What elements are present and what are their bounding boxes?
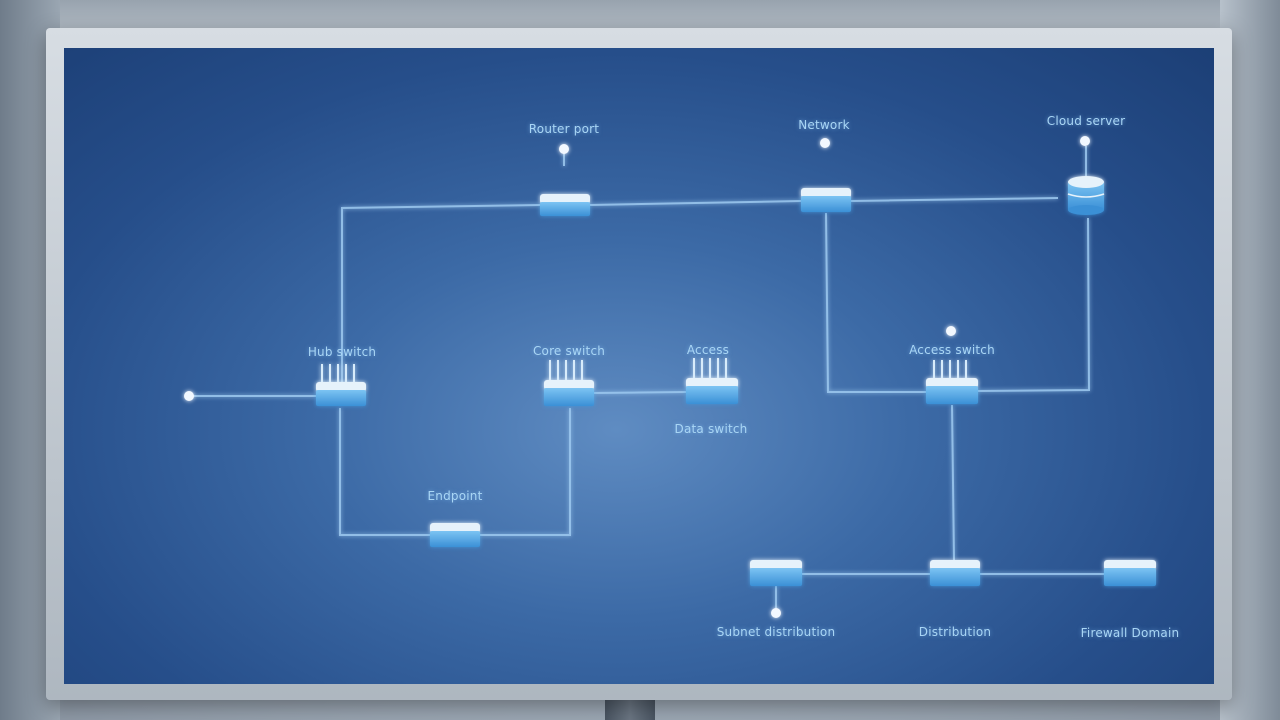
device-top-1 (540, 194, 590, 216)
link-right-down (951, 404, 955, 561)
label-bottom-mid: Endpoint (427, 489, 483, 503)
label-top-mid: Network (798, 118, 850, 132)
database-server (1067, 176, 1105, 215)
switch-left (316, 364, 366, 406)
node-dot-bottom-left (771, 608, 781, 618)
switch-mid (544, 360, 594, 406)
link-left-bottom (339, 408, 430, 536)
monitor-screen: Router port Network Cloud server Hub swi… (64, 48, 1214, 684)
device-bottom-row-1 (750, 560, 802, 586)
link-bottom-right (480, 408, 571, 536)
node-dot-top-mid (820, 138, 830, 148)
monitor-stand (605, 696, 655, 720)
node-dot-left (184, 391, 194, 401)
switch-right (926, 360, 978, 404)
label-mid-right: Access switch (909, 343, 995, 357)
link-top-left-loop (341, 204, 541, 387)
label-mid-center-right: Access (686, 343, 730, 357)
label-mid-center-right-sub: Data switch (674, 422, 748, 436)
label-bottom-left-row: Subnet distribution (716, 625, 836, 639)
link-mid-switches (593, 391, 687, 394)
node-dot-top-left (559, 144, 569, 154)
link-top-2-3 (850, 197, 1059, 202)
label-mid-center: Core switch (532, 344, 606, 358)
label-mid-left: Hub switch (307, 345, 377, 359)
label-bottom-right-row: Firewall Domain (1080, 626, 1180, 640)
device-bottom-row-3 (1104, 560, 1156, 586)
label-bottom-mid-row: Distribution (918, 625, 992, 639)
link-top-1-2 (589, 200, 802, 206)
device-bottom-row-2 (930, 560, 980, 586)
label-top-right: Cloud server (1046, 114, 1126, 128)
switch-mid-right (686, 358, 738, 404)
link-right-loop-left (825, 212, 926, 393)
link-right-loop-right (975, 217, 1091, 392)
label-top-left: Router port (528, 122, 600, 136)
device-top-2 (801, 188, 851, 212)
device-bottom-mid (430, 523, 480, 547)
network-diagram (184, 136, 1156, 618)
node-dot-mid-right (946, 326, 956, 336)
node-dot-top-right (1080, 136, 1090, 146)
